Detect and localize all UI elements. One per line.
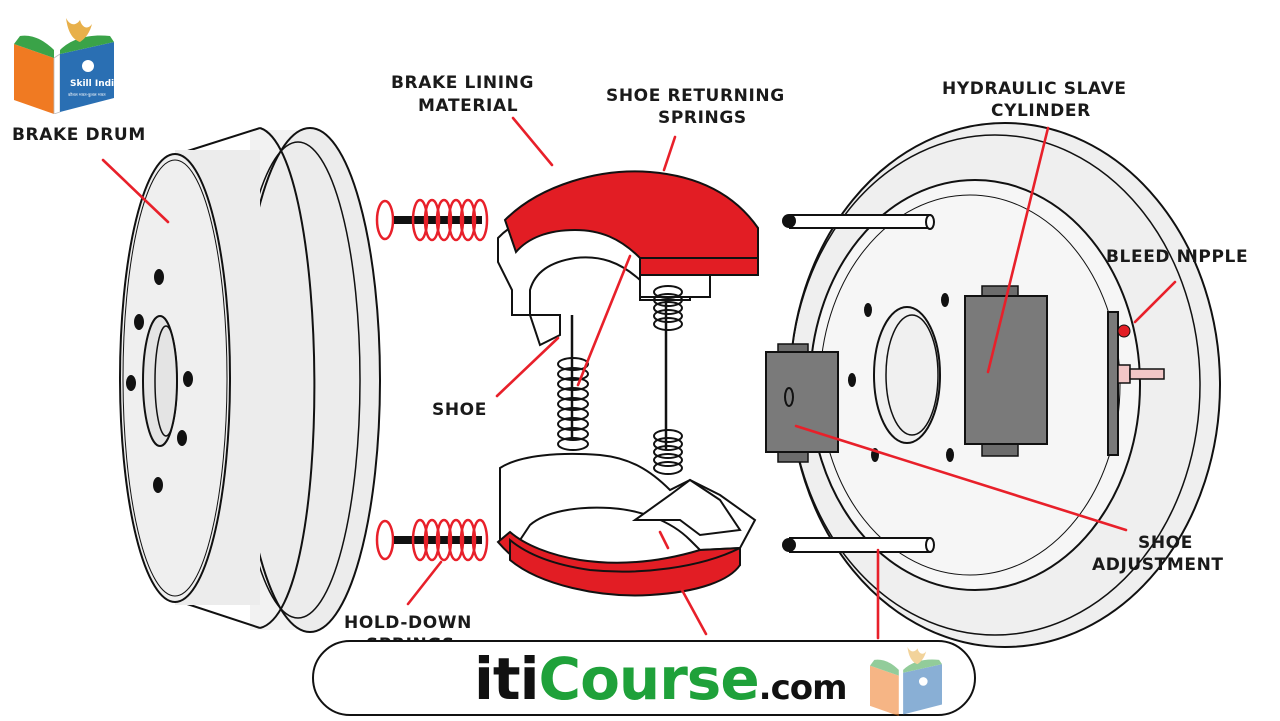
shoe-adjuster (765, 343, 839, 463)
banner-part-iti: iti (474, 645, 539, 713)
label-brake-lining-1: BRAKE LINING (391, 73, 534, 93)
brake-drum (101, 127, 381, 633)
label-brake-drum: BRAKE DRUM (12, 125, 146, 145)
label-shoe: SHOE (432, 400, 487, 420)
label-shoe-adjustment-1: SHOE (1138, 533, 1193, 553)
banner-site-name[interactable]: itiCourse.com (474, 645, 848, 721)
label-hydraulic-1: HYDRAULIC SLAVE (942, 79, 1127, 99)
bleed-nipple (1117, 324, 1165, 384)
label-hydraulic-2: CYLINDER (991, 101, 1091, 121)
return-spring-bottom (653, 429, 683, 475)
banner-part-com: .com (758, 668, 848, 708)
hold-down-pin-bottom (782, 537, 935, 553)
return-spring-middle (557, 357, 589, 451)
hold-down-spring-bottom (375, 518, 489, 606)
label-bleed-nipple: BLEED NIPPLE (1106, 247, 1248, 267)
hold-down-spring-top (375, 198, 489, 242)
brake-shoe-bottom (496, 452, 757, 636)
label-hold-down-1: HOLD-DOWN (344, 613, 472, 633)
site-banner[interactable]: itiCourse.com (312, 640, 976, 716)
hold-down-pin-top (782, 214, 935, 230)
banner-part-course: Course (538, 645, 760, 713)
skill-india-logo-watermark (870, 646, 942, 716)
skill-india-logo: Skill India कौशल भारत-कुशल भारत (14, 18, 118, 114)
return-spring-top (653, 285, 683, 331)
label-shoe-adjustment-2: ADJUSTMENT (1092, 555, 1224, 575)
label-shoe-returning-1: SHOE RETURNING (606, 86, 785, 106)
hydraulic-slave-cylinder (964, 285, 1048, 457)
logo-sub-text: कौशल भारत-कुशल भारत (68, 92, 106, 98)
label-brake-lining-2: MATERIAL (418, 96, 518, 116)
logo-brand-text: Skill India (70, 79, 118, 89)
label-shoe-returning-2: SPRINGS (658, 108, 747, 128)
